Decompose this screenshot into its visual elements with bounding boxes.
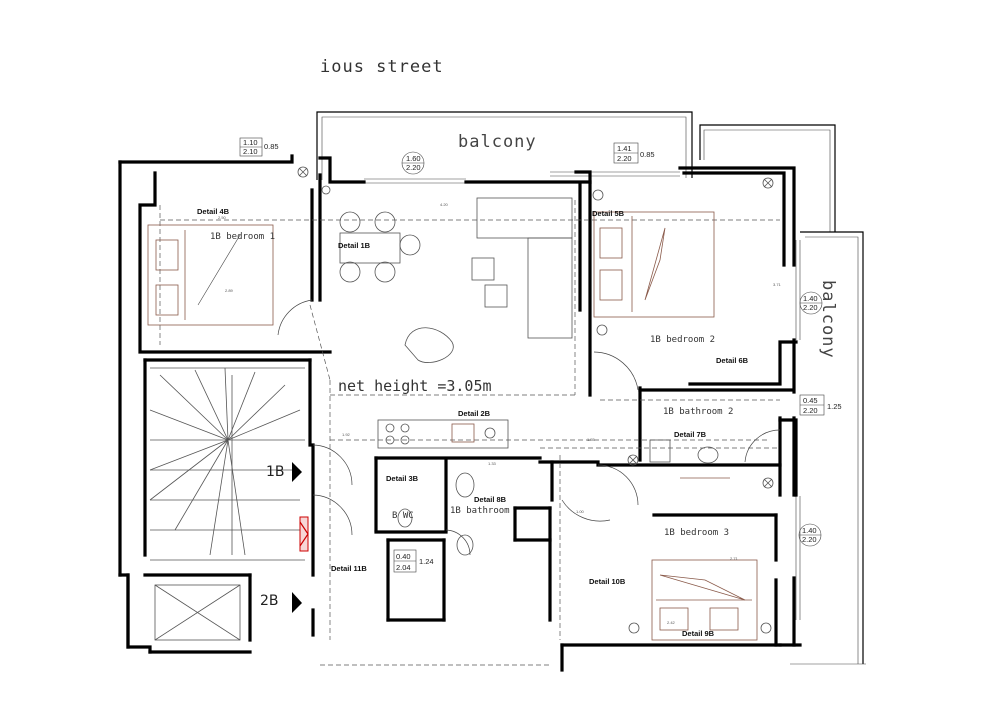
svg-text:2.71: 2.71 bbox=[730, 556, 739, 561]
svg-text:1.55: 1.55 bbox=[587, 437, 596, 442]
detail-3b-label: Detail 3B bbox=[386, 474, 419, 483]
lift-shaft bbox=[154, 584, 241, 641]
svg-text:4.20: 4.20 bbox=[440, 202, 449, 207]
detail-5b-label: Detail 5B bbox=[592, 209, 625, 218]
detail-1b-label: Detail 1B bbox=[338, 241, 371, 250]
svg-text:0.85: 0.85 bbox=[640, 150, 655, 159]
detail-2b-label: Detail 2B bbox=[458, 409, 491, 418]
window-tag-1: 1.10 2.10 0.85 bbox=[239, 137, 279, 157]
svg-text:2.20: 2.20 bbox=[803, 406, 818, 415]
window-tag-6: 1.40 2.20 bbox=[798, 523, 822, 547]
walls bbox=[118, 154, 802, 672]
right-balcony bbox=[790, 231, 866, 665]
room-label-bathroom: 1B bathroom bbox=[450, 506, 510, 516]
svg-text:1.24: 1.24 bbox=[419, 557, 434, 566]
svg-text:1.10: 1.10 bbox=[243, 138, 258, 147]
detail-10b-label: Detail 10B bbox=[589, 577, 626, 586]
room-label-bedroom-2: 1B bedroom 2 bbox=[650, 335, 715, 345]
bedroom3-bed bbox=[651, 559, 758, 641]
svg-text:1.41: 1.41 bbox=[617, 144, 632, 153]
svg-text:0.40: 0.40 bbox=[396, 552, 411, 561]
bathroom-fixtures bbox=[397, 439, 730, 556]
svg-text:2.20: 2.20 bbox=[802, 535, 817, 544]
street-label: ious street bbox=[320, 57, 444, 77]
room-label-bathroom-2: 1B bathroom 2 bbox=[663, 407, 733, 417]
top-balcony bbox=[316, 111, 693, 184]
bedroom2-bed bbox=[593, 211, 715, 318]
doors bbox=[277, 299, 781, 556]
detail-4b-label: Detail 4B bbox=[197, 207, 230, 216]
right-balcony-label: balcony bbox=[818, 280, 838, 359]
window-tag-2: 1.60 2.20 bbox=[401, 151, 425, 175]
kitchen-counter bbox=[377, 419, 509, 449]
detail-6b-label: Detail 6B bbox=[716, 356, 749, 365]
room-label-bedroom-3: 1B bedroom 3 bbox=[664, 528, 729, 538]
svg-text:1.40: 1.40 bbox=[802, 526, 817, 535]
net-height-note: net height =3.05m bbox=[338, 377, 492, 395]
svg-text:1.25: 1.25 bbox=[827, 402, 842, 411]
entrance-markers bbox=[292, 462, 309, 613]
dining-set bbox=[339, 211, 421, 283]
flat-label-2b: 2B bbox=[260, 593, 279, 609]
svg-text:2.50: 2.50 bbox=[218, 215, 227, 220]
staircase bbox=[149, 367, 305, 561]
window-tag-3: 1.41 2.20 0.85 bbox=[613, 142, 655, 164]
svg-text:1.00: 1.00 bbox=[576, 509, 585, 514]
flat-label-1b: 1B bbox=[266, 464, 285, 480]
svg-text:1.60: 1.60 bbox=[406, 154, 421, 163]
svg-text:1.92: 1.92 bbox=[342, 432, 351, 437]
window-tag-7: 0.40 2.04 1.24 bbox=[393, 549, 434, 573]
top-balcony-label: balcony bbox=[458, 132, 537, 152]
svg-text:2.20: 2.20 bbox=[406, 163, 421, 172]
light-fixtures bbox=[297, 166, 774, 634]
detail-7b-label: Detail 7B bbox=[674, 430, 707, 439]
svg-text:2.10: 2.10 bbox=[243, 147, 258, 156]
bedroom1-bed bbox=[147, 224, 274, 326]
svg-text:2.89: 2.89 bbox=[225, 288, 234, 293]
living-sofa bbox=[404, 197, 573, 363]
window-tag-4: 1.40 2.20 bbox=[799, 291, 823, 315]
svg-text:2.20: 2.20 bbox=[803, 303, 818, 312]
svg-text:1.33: 1.33 bbox=[488, 461, 497, 466]
svg-text:3.71: 3.71 bbox=[773, 282, 782, 287]
detail-9b-label: Detail 9B bbox=[682, 629, 715, 638]
svg-text:2.42: 2.42 bbox=[667, 620, 676, 625]
svg-text:2.04: 2.04 bbox=[396, 563, 411, 572]
room-label-wc: B WC bbox=[392, 511, 414, 521]
right-upper-balcony bbox=[699, 124, 836, 232]
svg-text:0.45: 0.45 bbox=[803, 396, 818, 405]
detail-8b-label: Detail 8B bbox=[474, 495, 507, 504]
svg-text:1.40: 1.40 bbox=[803, 294, 818, 303]
svg-text:2.20: 2.20 bbox=[617, 154, 632, 163]
window-tag-5: 0.45 2.20 1.25 bbox=[799, 394, 842, 416]
svg-text:0.85: 0.85 bbox=[264, 142, 279, 151]
construction-lines bbox=[159, 200, 780, 666]
room-label-bedroom-1: 1B bedroom 1 bbox=[210, 232, 275, 242]
detail-11b-label: Detail 11B bbox=[331, 564, 367, 573]
dimension-texts: 2.50 4.20 2.89 1.92 1.55 1.00 1.33 2.71 … bbox=[218, 202, 782, 625]
